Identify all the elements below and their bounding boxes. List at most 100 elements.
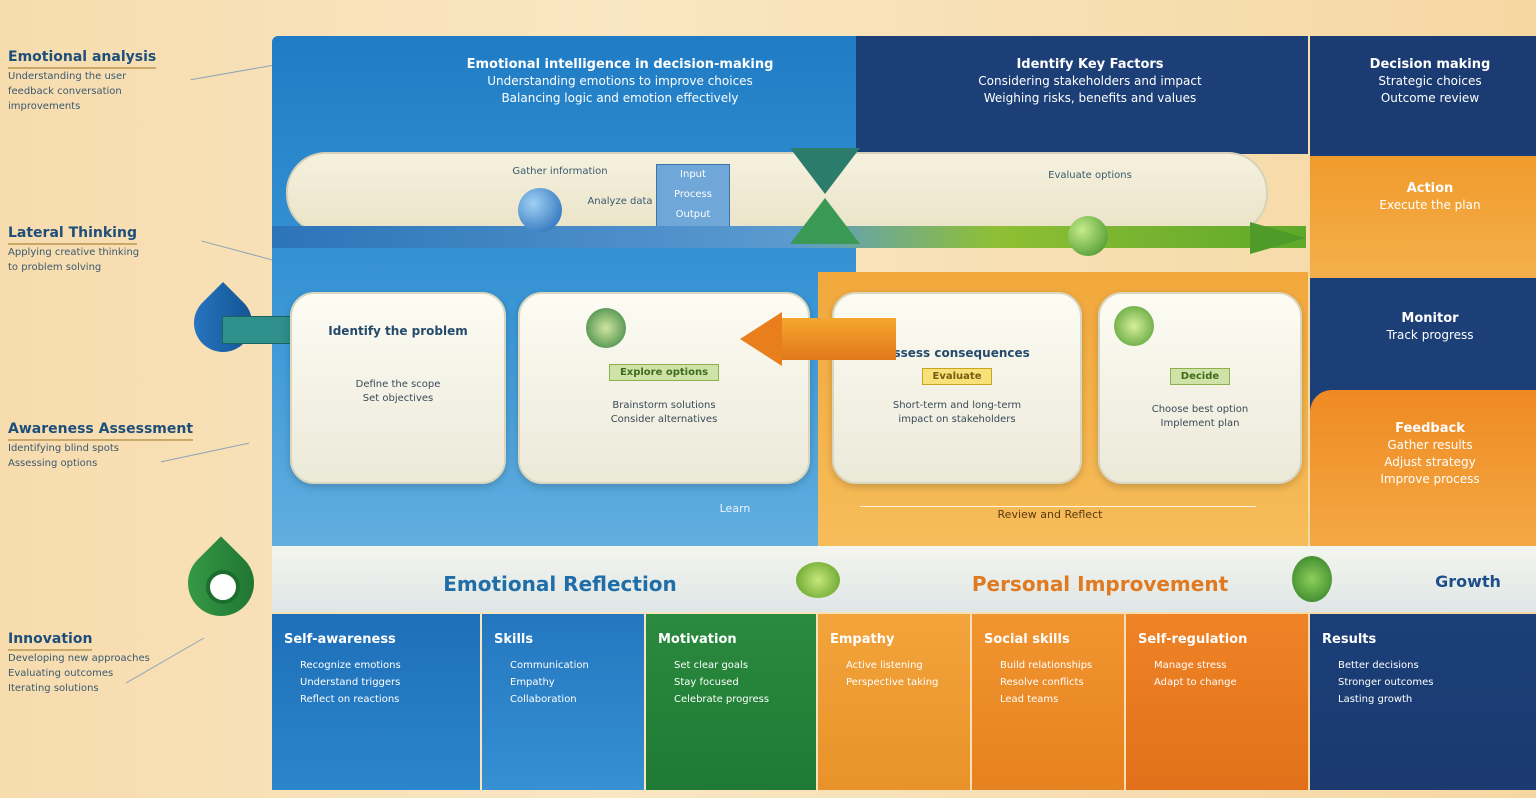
- header-title: Emotional intelligence in decision-makin…: [466, 57, 774, 72]
- right-action-text: Action Execute the plan: [1330, 180, 1530, 214]
- card-title: Identify the problem: [328, 324, 468, 338]
- note-line: Identifying blind spots: [8, 443, 119, 454]
- note-emotional-analysis: Emotional analysis Understanding the use…: [8, 46, 248, 114]
- panel-key-factors: [856, 36, 1308, 154]
- block-line: Resolve conflicts: [1000, 677, 1084, 688]
- card-line: impact on stakeholders: [898, 414, 1016, 425]
- header-title: Identify Key Factors: [1016, 57, 1164, 72]
- strip-leaf-icon: [796, 562, 840, 598]
- block-title: Skills: [494, 632, 534, 647]
- hourglass-icon: [790, 148, 860, 244]
- block-title: Self-awareness: [284, 632, 396, 647]
- card-line: Short-term and long-term: [892, 400, 1022, 411]
- process-box-line: Input: [680, 169, 706, 180]
- header-line: Balancing logic and emotion effectively: [501, 91, 739, 105]
- block-empathy: Empathy Active listening Perspective tak…: [818, 614, 970, 790]
- pill-label-right: Evaluate options: [1048, 170, 1132, 181]
- block-motivation: Motivation Set clear goals Stay focused …: [646, 614, 816, 790]
- header-blue: Emotional intelligence in decision-makin…: [420, 56, 820, 107]
- card-line: Choose best option: [1151, 404, 1249, 415]
- card-tag: Evaluate: [921, 368, 993, 385]
- block-line: Set clear goals: [674, 660, 749, 671]
- explore-icon: [586, 308, 626, 348]
- note-innovation: Innovation Developing new approaches Eva…: [8, 628, 248, 696]
- block-self-regulation: Self-regulation Manage stress Adapt to c…: [1126, 614, 1308, 790]
- pill-label-left: Gather information: [512, 166, 608, 177]
- note-line: improvements: [8, 101, 81, 112]
- block-self-awareness: Self-awareness Recognize emotions Unders…: [272, 614, 480, 790]
- block-social-skills: Social skills Build relationships Resolv…: [972, 614, 1124, 790]
- note-title: Awareness Assessment: [8, 421, 194, 441]
- blue-footer: Learn: [719, 502, 751, 515]
- block-line: Communication: [510, 660, 589, 671]
- block-line: Perspective taking: [846, 677, 939, 688]
- block-line: Reflect on reactions: [300, 694, 400, 705]
- header-line: Weighing risks, benefits and values: [983, 91, 1197, 105]
- block-line: Active listening: [846, 660, 923, 671]
- drop-center-icon: [206, 570, 240, 604]
- panel-feedback: [1310, 390, 1536, 550]
- card-line: Implement plan: [1160, 418, 1240, 429]
- note-line: to problem solving: [8, 262, 102, 273]
- block-title: Results: [1322, 632, 1377, 647]
- block-line: Celebrate progress: [674, 694, 770, 705]
- card-identify: Identify the problem Define the scope Se…: [290, 292, 506, 484]
- header-line: Outcome review: [1380, 91, 1480, 105]
- card-assess: Assess consequences Evaluate Short-term …: [832, 292, 1082, 484]
- process-pill: [286, 152, 1268, 234]
- decide-icon: [1114, 306, 1154, 346]
- orange-footer-rule: [860, 506, 1256, 507]
- note-line: Developing new approaches: [8, 653, 150, 664]
- header-line: Strategic choices: [1378, 74, 1482, 88]
- strip-far-right: Growth: [1435, 572, 1501, 591]
- block-results: Results Better decisions Stronger outcom…: [1310, 614, 1536, 790]
- right-monitor-title: Monitor: [1401, 311, 1459, 326]
- block-title: Self-regulation: [1138, 632, 1248, 647]
- panel-action: [1310, 156, 1536, 278]
- note-line: Applying creative thinking: [8, 247, 140, 258]
- block-line: Adapt to change: [1154, 677, 1237, 688]
- block-line: Better decisions: [1338, 660, 1419, 671]
- strip-leaf-right-icon: [1292, 556, 1332, 602]
- block-title: Empathy: [830, 632, 895, 647]
- block-line: Manage stress: [1154, 660, 1227, 671]
- note-line: Assessing options: [8, 458, 98, 469]
- card-tag: Decide: [1169, 368, 1231, 385]
- header-line: Considering stakeholders and impact: [978, 74, 1202, 88]
- right-feedback-line: Gather results: [1387, 438, 1473, 452]
- flow-arrow-icon: [1250, 222, 1306, 254]
- right-feedback-line: Improve process: [1380, 472, 1480, 486]
- block-line: Understand triggers: [300, 677, 401, 688]
- flow-band: [272, 226, 1306, 248]
- block-line: Build relationships: [1000, 660, 1093, 671]
- orange-arrow-icon: [740, 312, 896, 366]
- note-title: Innovation: [8, 631, 93, 651]
- block-line: Empathy: [510, 677, 555, 688]
- card-line: Set objectives: [362, 393, 434, 404]
- green-orb-icon: [1068, 216, 1108, 256]
- header-line: Understanding emotions to improve choice…: [487, 74, 753, 88]
- note-line: Evaluating outcomes: [8, 668, 114, 679]
- strip-right: Personal Improvement: [971, 572, 1229, 596]
- right-feedback-line: Adjust strategy: [1384, 455, 1476, 469]
- block-line: Stay focused: [674, 677, 739, 688]
- right-feedback-title: Feedback: [1395, 421, 1465, 436]
- blue-orb-icon: [518, 188, 562, 232]
- note-line: feedback conversation: [8, 86, 122, 97]
- pill-label-mid: Analyze data: [587, 196, 653, 207]
- right-action-line: Execute the plan: [1379, 198, 1481, 212]
- card-decide: Decide Choose best option Implement plan: [1098, 292, 1302, 484]
- header-right: Decision making Strategic choices Outcom…: [1330, 56, 1530, 107]
- block-line: Collaboration: [510, 694, 577, 705]
- note-awareness: Awareness Assessment Identifying blind s…: [8, 418, 248, 471]
- card-line: Brainstorm solutions: [612, 400, 716, 411]
- header-navy: Identify Key Factors Considering stakeho…: [900, 56, 1280, 107]
- panel-decision-header: [1310, 36, 1536, 154]
- process-box-line: Process: [674, 189, 712, 200]
- card-title: Assess consequences: [884, 346, 1030, 360]
- card-line: Consider alternatives: [610, 414, 718, 425]
- right-monitor-line: Track progress: [1386, 328, 1474, 342]
- block-line: Stronger outcomes: [1338, 677, 1434, 688]
- block-title: Social skills: [984, 632, 1070, 647]
- note-line: Iterating solutions: [8, 683, 99, 694]
